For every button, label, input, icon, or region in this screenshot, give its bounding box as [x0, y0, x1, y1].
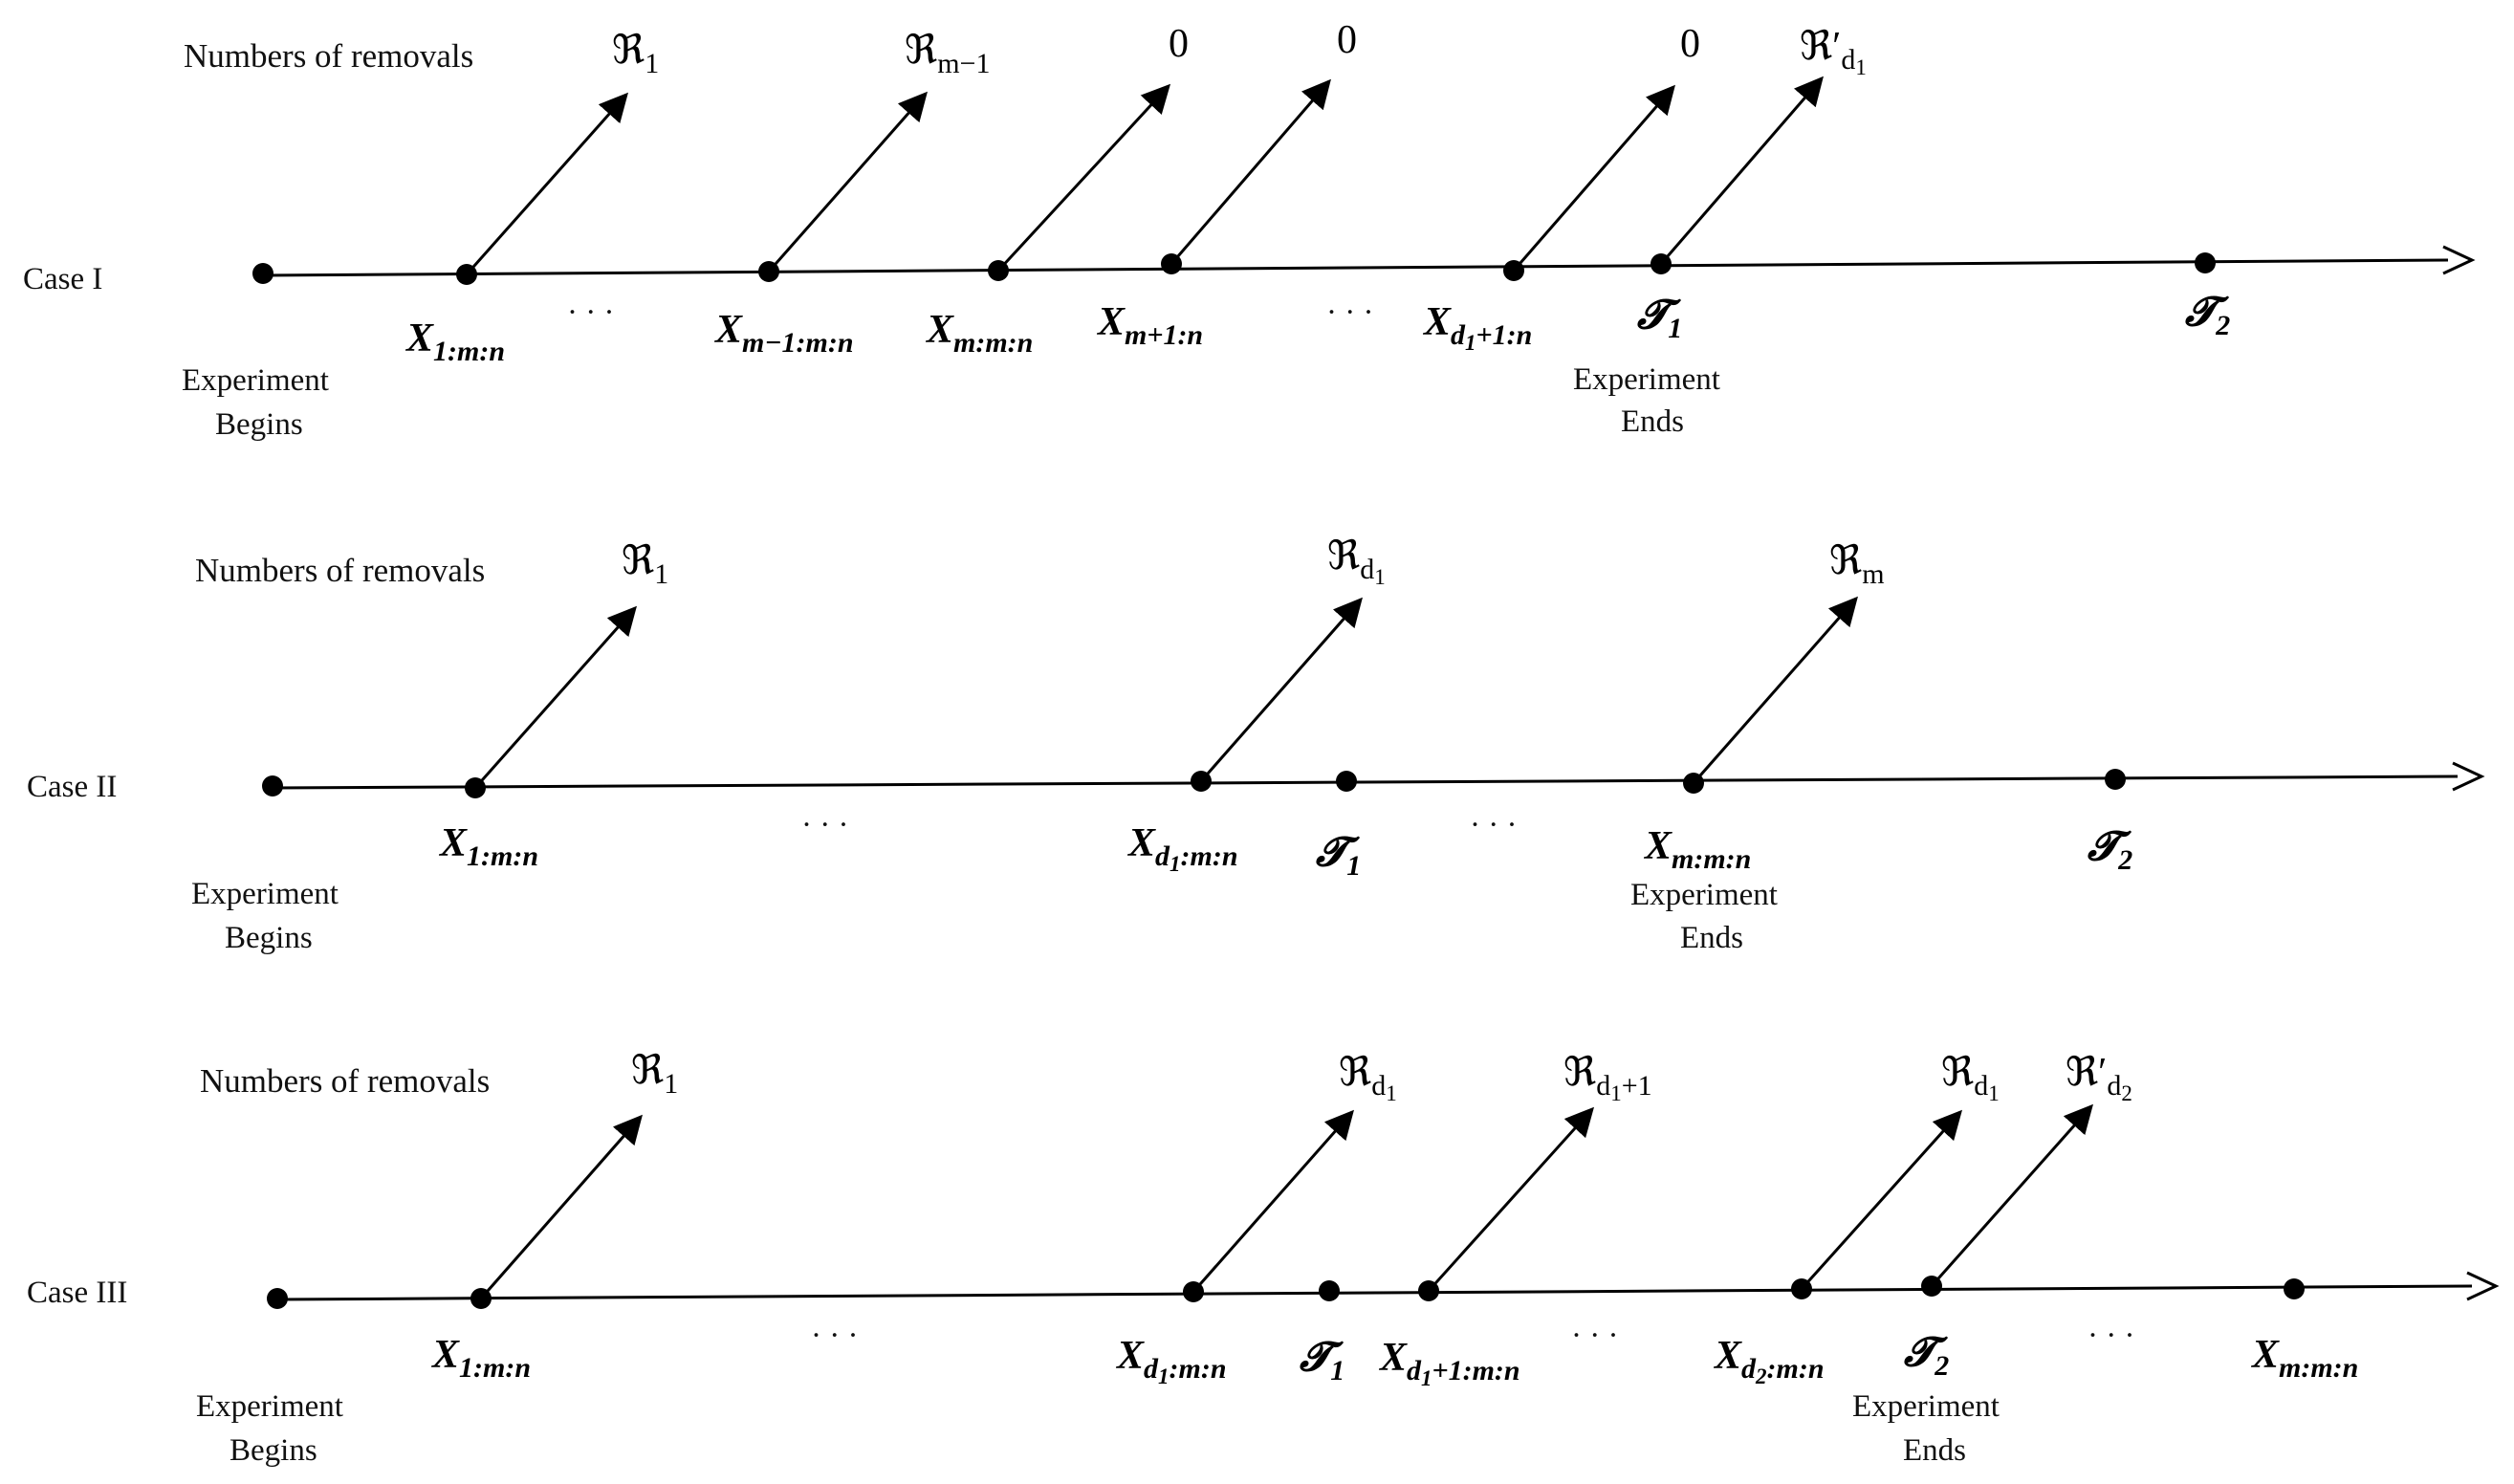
case-2-start-point [262, 775, 283, 797]
case-3-end-text-1: Experiment [1852, 1389, 2000, 1424]
case-2-begin-text-2: Begins [225, 921, 313, 955]
case-2-axis-arrowhead [2452, 761, 2485, 792]
case-3-tick-label: 𝓣2 [1904, 1331, 1949, 1382]
case-3-arrow-label: ℜd1 [1941, 1051, 2000, 1105]
case-3-tick-label: Xd2:m:n [1713, 1334, 1825, 1388]
case-1-arrow-label: ℜ′d1 [1800, 25, 1867, 79]
case-2-arrow-label: ℜm [1829, 539, 1885, 590]
case-1-end-text-1: Experiment [1573, 362, 1720, 397]
case-1-ellipsis: · · · [567, 295, 614, 330]
case-3-begin-text-1: Experiment [196, 1389, 343, 1424]
case-2-arrow-label: ℜd1 [1327, 535, 1386, 589]
case-1-event-point [2195, 252, 2216, 273]
case-1-removal-arrow [996, 83, 1171, 273]
case-2-removal-arrow [473, 605, 637, 789]
case-1: Case I Numbers of removals Experiment Be… [23, 18, 2476, 442]
case-1-axis-arrowhead [2442, 245, 2476, 275]
case-1-end-text-2: Ends [1621, 404, 1684, 439]
case-3-removal-arrow [1427, 1106, 1595, 1293]
case-1-tick-label: 𝓣1 [1637, 294, 1682, 344]
case-3-arrow-label: ℜ′d2 [2066, 1051, 2132, 1105]
case-1-tick-label: 𝓣2 [2185, 291, 2230, 341]
case-3-begin-text-2: Begins [230, 1433, 317, 1468]
case-2-timeline-axis [272, 775, 2459, 790]
case-3-removals-title: Numbers of removals [200, 1062, 490, 1100]
case-2-tick-label: Xm:m:n [1643, 824, 1751, 875]
case-2-tick-label: 𝓣2 [2088, 825, 2132, 876]
case-1-removal-arrow [1659, 76, 1824, 265]
case-2-removal-arrow [1692, 596, 1858, 784]
case-1-arrow-label: ℜ1 [612, 29, 659, 79]
case-1-tick-label: Xm+1:n [1096, 300, 1203, 351]
case-3-removal-arrow [479, 1114, 643, 1299]
case-3-label: Case III [27, 1276, 127, 1310]
case-3-arrow-label: ℜd1+1 [1563, 1051, 1652, 1105]
case-3-event-point [2284, 1278, 2305, 1299]
case-1-removal-arrow [1512, 84, 1675, 272]
case-2-tick-label: 𝓣1 [1316, 831, 1361, 882]
case-3-arrow-label: ℜ1 [631, 1049, 678, 1100]
case-2-arrow-label: ℜ1 [622, 539, 668, 590]
case-1-removals-title: Numbers of removals [184, 37, 473, 75]
case-2-removal-arrow [1199, 597, 1363, 782]
case-1-begin-text-2: Begins [215, 407, 303, 442]
case-2-ellipsis: · · · [801, 808, 848, 842]
case-1-tick-label: Xm−1:m:n [713, 308, 854, 359]
case-3-arrow-label: ℜd1 [1339, 1051, 1397, 1105]
case-1-timeline-axis [262, 258, 2449, 277]
case-3-timeline-axis [276, 1284, 2473, 1301]
case-1-removal-arrow [1170, 78, 1331, 265]
case-3-removal-arrow [1191, 1109, 1354, 1293]
case-3-tick-label: X1:m:n [430, 1333, 531, 1384]
case-1-start-point [252, 263, 273, 284]
case-3-axis-arrowhead [2466, 1271, 2500, 1301]
case-3-start-point [267, 1288, 288, 1309]
case-3-end-text-2: Ends [1903, 1433, 1966, 1468]
case-3-ellipsis: · · · [1571, 1319, 1618, 1353]
case-1-ellipsis: · · · [1326, 295, 1373, 330]
case-1-arrow-label: 0 [1169, 22, 1189, 66]
case-2-tick-label: Xd1:m:n [1126, 821, 1238, 876]
case-2-end-text-2: Ends [1680, 921, 1743, 955]
case-2-begin-text-1: Experiment [191, 877, 339, 911]
case-3: Case III Numbers of removals Experiment … [27, 1049, 2500, 1468]
case-2-label: Case II [27, 770, 117, 804]
case-3-tick-label: 𝓣1 [1300, 1336, 1344, 1386]
case-3-ellipsis: · · · [2088, 1319, 2134, 1353]
case-1-label: Case I [23, 262, 102, 296]
case-1-tick-label: Xm:m:n [925, 308, 1033, 359]
case-3-ellipsis: · · · [811, 1319, 858, 1353]
case-1-removal-arrow [465, 92, 628, 275]
case-3-removal-arrow [1800, 1109, 1963, 1291]
case-1-tick-label: X1:m:n [404, 316, 505, 367]
case-3-tick-label: Xm:m:n [2250, 1333, 2358, 1384]
case-1-tick-label: Xd1+1:n [1422, 300, 1532, 355]
case-3-tick-label: Xd1:m:n [1115, 1334, 1227, 1388]
case-1-removal-arrow [767, 91, 928, 273]
case-3-removal-arrow [1930, 1103, 2093, 1287]
case-2: Case II Numbers of removals Experiment B… [27, 535, 2485, 955]
case-1-arrow-label: ℜm−1 [905, 29, 990, 79]
case-3-event-point [1319, 1280, 1340, 1301]
case-3-tick-label: Xd1+1:m:n [1378, 1336, 1520, 1390]
case-2-ellipsis: · · · [1470, 808, 1517, 842]
case-1-arrow-label: 0 [1680, 22, 1700, 66]
case-1-arrow-label: 0 [1337, 18, 1357, 62]
case-1-begin-text-1: Experiment [182, 363, 329, 398]
case-2-event-point [1336, 771, 1357, 792]
case-2-removals-title: Numbers of removals [195, 552, 485, 589]
case-2-event-point [2105, 769, 2126, 790]
case-2-end-text-1: Experiment [1630, 878, 1778, 912]
case-2-tick-label: X1:m:n [438, 821, 538, 872]
